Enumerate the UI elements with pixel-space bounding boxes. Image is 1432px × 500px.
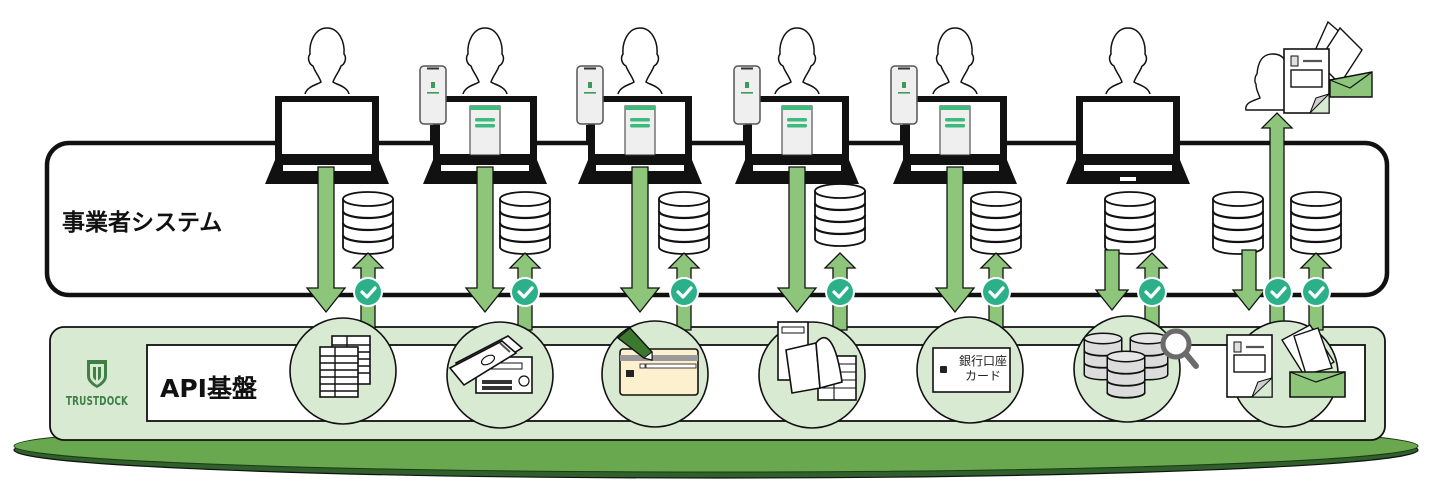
brand-name: TRUSTDOCK: [65, 394, 129, 408]
database-icon: [657, 190, 711, 256]
business-system-box: [44, 140, 1390, 298]
column-2: [419, 27, 554, 429]
check-badge-icon: [1299, 275, 1333, 309]
column-3: [576, 27, 711, 428]
arrow-down-icon: [464, 166, 506, 314]
arrow-down-icon: [934, 166, 976, 314]
laptop-icon: [1066, 96, 1190, 184]
bank-card-label-line2: カード: [964, 369, 1001, 383]
smartphone-icon: [733, 65, 761, 125]
person-icon: [462, 27, 508, 95]
column-7: [1211, 20, 1373, 428]
arrow-down-icon: [1231, 249, 1267, 312]
database-icon: [1211, 190, 1265, 256]
database-icon: [1103, 190, 1157, 256]
column-4: [733, 27, 867, 429]
column-6: [1066, 27, 1199, 423]
column-5: [890, 27, 1024, 424]
check-badge-icon: [1135, 275, 1169, 309]
bank-card-icon: [932, 347, 1011, 393]
recipient-with-mail-icon: [1245, 20, 1373, 114]
person-icon: [617, 27, 663, 95]
arrow-down-icon: [305, 166, 347, 314]
check-badge-icon: [979, 275, 1013, 309]
credit-card-pencil-icon: [616, 327, 699, 396]
check-badge-icon: [508, 275, 542, 309]
database-icon: [341, 190, 395, 256]
database-search-icon: [1083, 332, 1169, 399]
mail-documents-icon: [1226, 324, 1346, 398]
document-sheets-icon: [319, 335, 371, 398]
check-badge-icon: [1261, 275, 1295, 309]
database-icon: [969, 190, 1023, 256]
check-badge-icon: [667, 275, 701, 309]
bank-card-label: 銀行口座 カード: [948, 354, 1018, 384]
database-icon: [813, 182, 867, 248]
search-magnifier-icon: [1160, 328, 1199, 369]
person-icon: [1105, 27, 1151, 95]
bank-card-label-line1: 銀行口座: [958, 354, 1007, 368]
id-card-passport-icon: [448, 335, 533, 394]
api-platform-label: API基盤: [160, 374, 257, 403]
column-1: [265, 27, 397, 425]
person-icon: [304, 27, 350, 95]
database-icon: [1289, 190, 1343, 256]
smartphone-icon: [890, 65, 918, 125]
smartphone-icon: [419, 65, 447, 125]
web-form-screen-icon: [939, 105, 971, 156]
arrow-down-icon: [1094, 249, 1130, 312]
person-icon: [774, 27, 820, 95]
web-form-screen-icon: [469, 105, 501, 156]
trustdock-logo-icon: [87, 360, 107, 388]
web-form-screen-icon: [781, 105, 813, 156]
arrow-down-icon: [776, 166, 818, 314]
arrow-down-icon: [619, 166, 661, 314]
smartphone-icon: [576, 65, 604, 125]
documents-book-icon: [777, 321, 857, 401]
person-icon: [932, 27, 978, 95]
business-system-label: 事業者システム: [62, 210, 223, 236]
check-badge-icon: [823, 275, 857, 309]
database-icon: [498, 190, 552, 256]
web-form-screen-icon: [624, 105, 656, 156]
check-badge-icon: [351, 275, 385, 309]
